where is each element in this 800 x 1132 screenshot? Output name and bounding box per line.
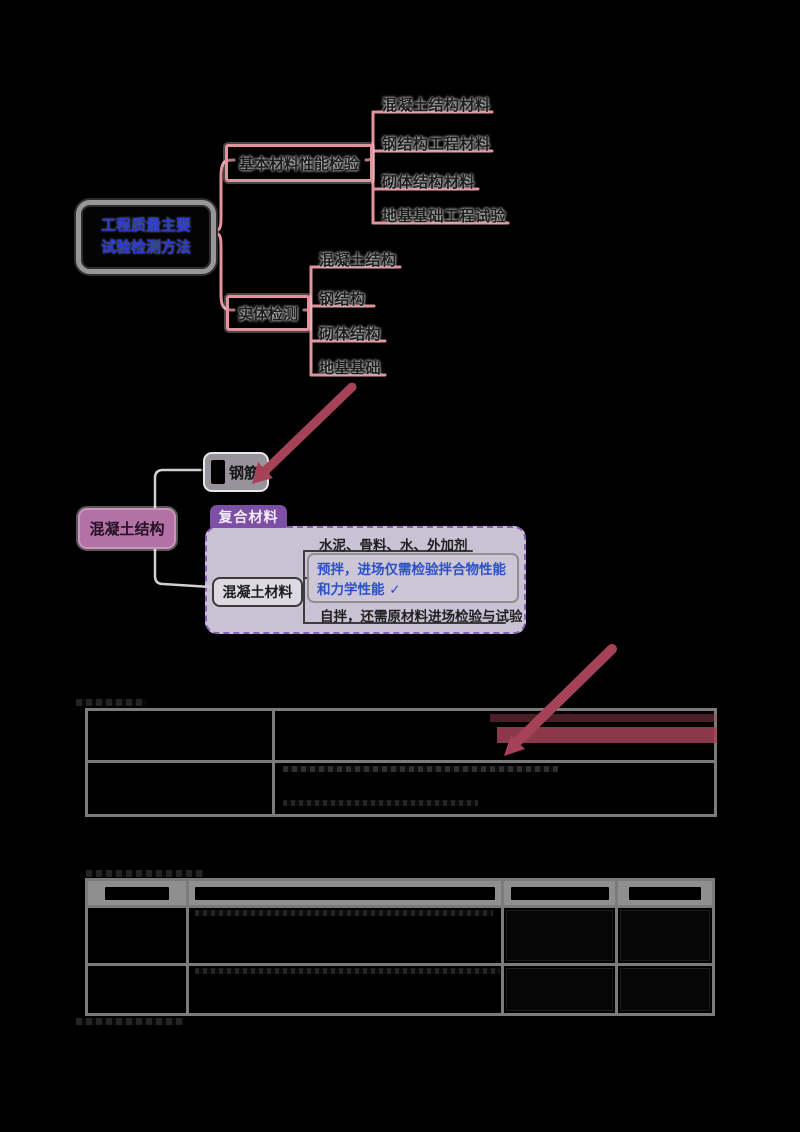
mindmap2-root-label: 混凝土结构 bbox=[89, 520, 165, 538]
table2-header-1 bbox=[88, 881, 186, 905]
table2-header-4 bbox=[618, 881, 712, 905]
table2-footnote-illegible bbox=[76, 1018, 184, 1025]
branch-material-inspection[interactable]: 基本材料性能检验 bbox=[225, 144, 373, 182]
table2-r1c3 bbox=[504, 908, 615, 963]
table1 bbox=[85, 708, 717, 817]
table1-r2c1 bbox=[88, 763, 272, 814]
table2-header-3 bbox=[504, 881, 615, 905]
redacted-header-text bbox=[629, 886, 701, 900]
redacted-header-text bbox=[510, 886, 609, 900]
redacted-cell-block bbox=[506, 968, 613, 1011]
mindmap1-root-node[interactable]: 工程质量主要 试验检测方法 bbox=[76, 200, 216, 274]
rebar-redaction-block bbox=[211, 460, 225, 484]
table1-r2c2 bbox=[275, 763, 714, 814]
illegible-text-line bbox=[283, 766, 558, 772]
child-concrete-structure-material[interactable]: 混凝土结构材料 bbox=[382, 96, 491, 114]
table2-header-2 bbox=[189, 881, 501, 905]
table2-r2c2 bbox=[189, 966, 501, 1013]
redacted-header-text bbox=[195, 886, 495, 900]
root-title-line2: 试验检测方法 bbox=[100, 238, 191, 256]
redacted-cell-block bbox=[620, 910, 710, 961]
redacted-cell-block bbox=[506, 910, 613, 961]
child-masonry-structure[interactable]: 砌体结构 bbox=[319, 325, 382, 343]
table2-r1c2 bbox=[189, 908, 501, 963]
child-self-mixed[interactable]: 自拌，还需原材料进场检验与试验 bbox=[320, 609, 523, 625]
mindmap2-root-node[interactable]: 混凝土结构 bbox=[78, 508, 176, 549]
child-masonry-structure-material[interactable]: 砌体结构材料 bbox=[382, 173, 476, 191]
table2-r1c4 bbox=[618, 908, 712, 963]
child-steel-structure[interactable]: 钢结构 bbox=[319, 290, 366, 308]
table2 bbox=[85, 878, 715, 1016]
root-title-line1: 工程质量主要 bbox=[100, 216, 191, 235]
group-tab-composite-material[interactable]: 复合材料 bbox=[210, 505, 287, 528]
child-steel-structure-material[interactable]: 钢结构工程材料 bbox=[382, 135, 491, 153]
concrete-material-node[interactable]: 混凝土材料 bbox=[212, 577, 303, 607]
illegible-text-line bbox=[195, 910, 493, 916]
child-concrete-structure[interactable]: 混凝土结构 bbox=[319, 251, 397, 269]
table2-r2c1 bbox=[88, 966, 186, 1013]
redacted-cell-block bbox=[620, 968, 710, 1011]
illegible-text-line bbox=[195, 968, 500, 974]
branch-entity-testing-label: 实体检测 bbox=[237, 304, 298, 323]
redacted-header-text bbox=[105, 886, 169, 900]
table1-caption-illegible bbox=[76, 699, 146, 706]
table1-r1c1 bbox=[88, 711, 272, 760]
table2-r2c4 bbox=[618, 966, 712, 1013]
child-foundation-engineering-test[interactable]: 地基基础工程试验 bbox=[382, 207, 507, 225]
table2-r2c3 bbox=[504, 966, 615, 1013]
branch-material-inspection-label: 基本材料性能检验 bbox=[238, 154, 359, 173]
illegible-text-line bbox=[283, 800, 478, 806]
premixed-highlight-text: 预拌，进场仅需检验拌合物性能和力学性能 ✓ bbox=[317, 562, 506, 599]
child-foundation[interactable]: 地基基础 bbox=[319, 359, 382, 377]
table2-r1c1 bbox=[88, 908, 186, 963]
child-cement-aggregate-water-admixture[interactable]: 水泥、骨料、水、外加剂 bbox=[319, 538, 468, 554]
rebar-label: 钢筋 bbox=[229, 463, 260, 482]
child-premixed-highlight[interactable]: 预拌，进场仅需检验拌合物性能和力学性能 ✓ bbox=[307, 553, 519, 603]
table2-caption-illegible bbox=[86, 870, 204, 877]
table1-r1c2 bbox=[275, 711, 714, 760]
group-tab-label: 复合材料 bbox=[218, 509, 279, 526]
branch-entity-testing[interactable]: 实体检测 bbox=[226, 295, 310, 331]
concrete-material-label: 混凝土材料 bbox=[222, 585, 293, 601]
rebar-node[interactable]: 钢筋 bbox=[203, 452, 269, 492]
